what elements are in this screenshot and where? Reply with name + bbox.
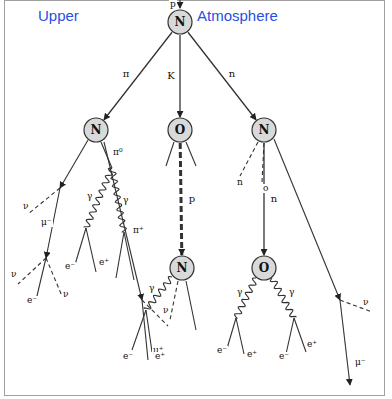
particle-label: e⁻	[216, 346, 228, 355]
nucleus-circle: N	[167, 9, 193, 35]
particle-track	[124, 232, 134, 280]
particle-label: e⁻	[278, 352, 290, 361]
particle-label: γ	[86, 192, 93, 201]
particle-connector	[188, 32, 256, 119]
particle-track	[236, 318, 244, 354]
particle-label: π⁰	[112, 148, 124, 157]
particle-track	[294, 318, 306, 352]
particle-track	[340, 300, 350, 385]
particle-label: ν	[362, 298, 369, 307]
circle-shape	[170, 256, 194, 280]
gamma-track	[270, 278, 296, 317]
particle-connector	[263, 143, 264, 255]
edge-label: n	[270, 194, 278, 204]
nucleus-label: N	[175, 16, 186, 28]
gamma-track	[84, 168, 113, 227]
nucleus-circle: O	[251, 255, 277, 281]
particle-track	[86, 228, 96, 272]
gamma-track	[235, 278, 256, 319]
nucleus-label: N	[259, 124, 270, 136]
particle-label: e⁺	[306, 340, 318, 349]
particle-track	[274, 139, 340, 300]
neutral-track	[46, 258, 62, 296]
particle-label: γ	[148, 284, 155, 293]
circle-shape	[252, 256, 276, 280]
particle-label: μ⁻	[40, 218, 53, 227]
edge-label: K	[166, 71, 175, 81]
neutral-track	[18, 258, 46, 284]
nucleus-circle: N	[251, 117, 277, 143]
particle-track	[286, 318, 294, 354]
particle-label: o	[262, 184, 269, 193]
edge-label: p	[188, 194, 196, 204]
circle-shape	[168, 10, 192, 34]
nucleus-label: N	[91, 124, 102, 136]
particle-track	[36, 258, 46, 300]
particle-label: n	[236, 178, 244, 187]
nucleus-label: N	[177, 262, 188, 274]
nucleus-circle: N	[169, 255, 195, 281]
particle-label: γ	[288, 288, 295, 297]
particle-track	[186, 281, 196, 330]
gamma-track	[144, 276, 172, 308]
nucleus-label: O	[175, 124, 185, 136]
particle-track	[104, 142, 142, 300]
particle-track	[101, 142, 112, 168]
neutral-track	[240, 142, 258, 176]
particle-label: ν	[22, 202, 29, 211]
neutral-track	[170, 281, 178, 320]
particle-label: e⁻	[64, 262, 76, 271]
particle-label: e⁻	[26, 296, 38, 305]
particle-label: ν	[62, 290, 69, 299]
particle-track	[186, 142, 196, 166]
particle-connector	[180, 143, 182, 255]
particle-label: e⁺	[246, 350, 258, 359]
particle-label: π⁺	[132, 226, 145, 235]
nucleus-circle: O	[167, 117, 193, 143]
title-word: Atmosphere	[197, 8, 278, 23]
particle-connector	[104, 32, 172, 119]
particle-connector	[179, 35, 180, 117]
particle-label: γ	[236, 288, 243, 297]
particle-track	[60, 140, 88, 188]
particle-label: γ	[122, 196, 129, 205]
particle-track	[179, 0, 180, 8]
particle-track	[142, 300, 148, 360]
particle-label: e⁺	[154, 352, 166, 361]
edge-label: n	[228, 69, 236, 79]
nucleus-circle: N	[83, 117, 109, 143]
edge-label: π	[122, 69, 131, 79]
circle-shape	[252, 118, 276, 142]
particle-label: p	[169, 0, 177, 9]
particle-label: μ⁻	[354, 358, 367, 367]
particle-label: ν	[10, 270, 17, 279]
circle-shape	[84, 118, 108, 142]
particle-label: ν	[162, 306, 169, 315]
particle-track	[132, 310, 146, 350]
particle-label: e⁻	[122, 352, 134, 361]
particle-track	[166, 142, 174, 166]
title-word: Upper	[38, 8, 79, 23]
circle-shape	[168, 118, 192, 142]
particle-track	[116, 232, 124, 278]
nucleus-label: O	[259, 262, 269, 274]
particle-label: e⁺	[98, 258, 110, 267]
